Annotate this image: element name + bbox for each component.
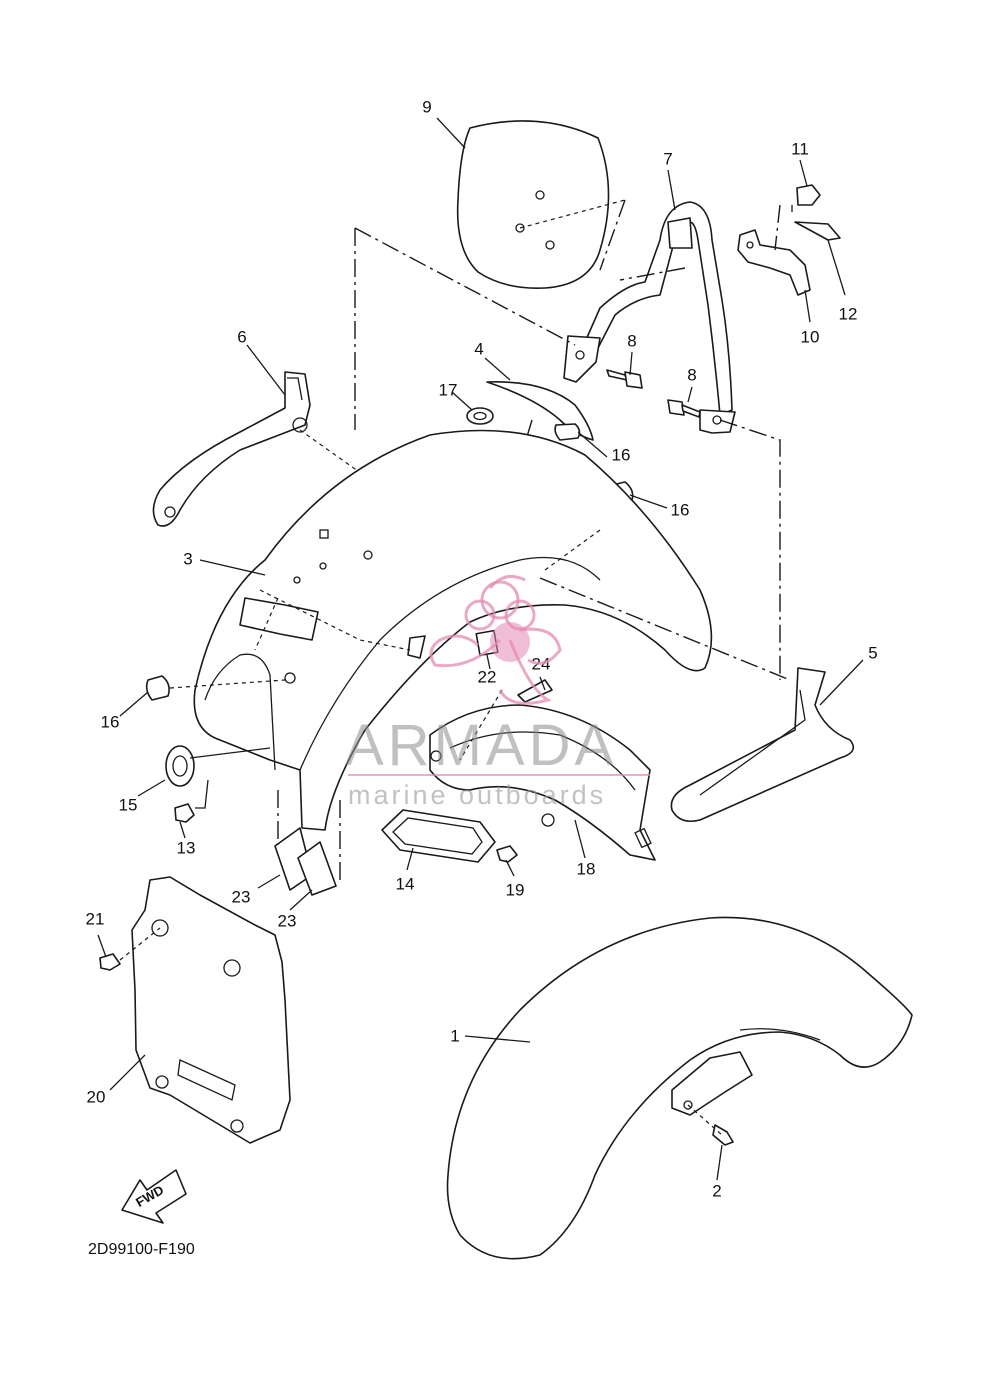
armada-logo-dot (490, 622, 530, 662)
mount-line-23 (277, 790, 341, 880)
reflector-14 (381, 809, 496, 863)
callout-1: 1 (450, 1026, 459, 1045)
grommet-15 (165, 745, 195, 787)
callout-16-left: 16 (101, 712, 120, 731)
callout-14: 14 (396, 874, 415, 893)
backrest-bar (563, 201, 736, 434)
callout-4: 4 (474, 339, 483, 358)
bracket-10 (737, 229, 811, 296)
drawing-code: 2D99100-F190 (88, 1241, 195, 1258)
callout-11: 11 (791, 139, 809, 158)
callout-6: 6 (237, 327, 246, 346)
damper-16-upper (554, 423, 581, 441)
callout-21: 21 (86, 909, 105, 928)
callout-17: 17 (439, 380, 458, 399)
front-fender-1 (446, 916, 913, 1260)
mount-line-3c (544, 529, 601, 571)
mount-line-3 (259, 589, 411, 651)
mount-line-left (354, 227, 576, 430)
callout-22: 22 (478, 667, 497, 686)
backrest-pad (456, 120, 626, 289)
mount-line-bar (619, 267, 686, 281)
side-rail-left (152, 371, 311, 527)
bolt-21 (99, 953, 121, 971)
leader-lines (97, 117, 864, 1181)
mount-line-21 (119, 927, 161, 961)
cover-20 (131, 876, 291, 1144)
inner-fender-18 (429, 704, 656, 861)
bolt-8-lower (667, 399, 701, 418)
callout-10: 10 (801, 327, 820, 346)
mount-line-right (719, 419, 781, 680)
bolt-2 (712, 1124, 734, 1146)
rear-fender-3 (193, 429, 713, 831)
callout-7: 7 (663, 149, 672, 168)
callout-16-upper: 16 (612, 445, 631, 464)
callout-13: 13 (177, 838, 196, 857)
watermark-tagline: marine outboards (348, 780, 606, 810)
callout-12: 12 (839, 304, 858, 323)
callout-23-b: 23 (278, 911, 297, 930)
bolt-8-upper (606, 369, 643, 389)
callout-20: 20 (87, 1087, 106, 1106)
labels-23 (274, 827, 337, 896)
callout-19: 19 (506, 880, 525, 899)
pad-12 (794, 221, 841, 241)
callout-2: 2 (712, 1181, 721, 1200)
mount-line-5 (539, 577, 791, 681)
callout-8-upper: 8 (627, 331, 636, 350)
bolt-19 (496, 845, 518, 863)
mount-line-15 (189, 747, 271, 759)
side-rail-right (670, 667, 855, 823)
callout-numbers: 9 7 11 12 10 8 8 4 17 16 16 6 3 5 16 15 … (86, 97, 878, 1200)
watermark-brand: ARMADA (345, 713, 617, 778)
callout-5: 5 (868, 643, 877, 662)
mount-line-11 (774, 204, 781, 251)
fwd-arrow-icon: FWD (121, 1169, 187, 1224)
mount-line-16-left (169, 679, 286, 689)
callout-8-lower: 8 (687, 365, 696, 384)
bolt-11 (791, 184, 821, 212)
callout-3: 3 (183, 549, 192, 568)
bolt-13 (174, 779, 209, 823)
callout-18: 18 (577, 859, 596, 878)
callout-16-mid: 16 (671, 500, 690, 519)
mount-line-22 (459, 689, 503, 761)
callout-9: 9 (422, 97, 431, 116)
damper-16-left (145, 675, 170, 701)
washer-17 (466, 407, 494, 425)
armada-watermark: ARMADA marine outboards (345, 574, 650, 810)
mount-line-pad (599, 199, 626, 271)
callout-15: 15 (119, 795, 138, 814)
callout-23-a: 23 (232, 887, 251, 906)
mount-line-3b (254, 597, 279, 651)
